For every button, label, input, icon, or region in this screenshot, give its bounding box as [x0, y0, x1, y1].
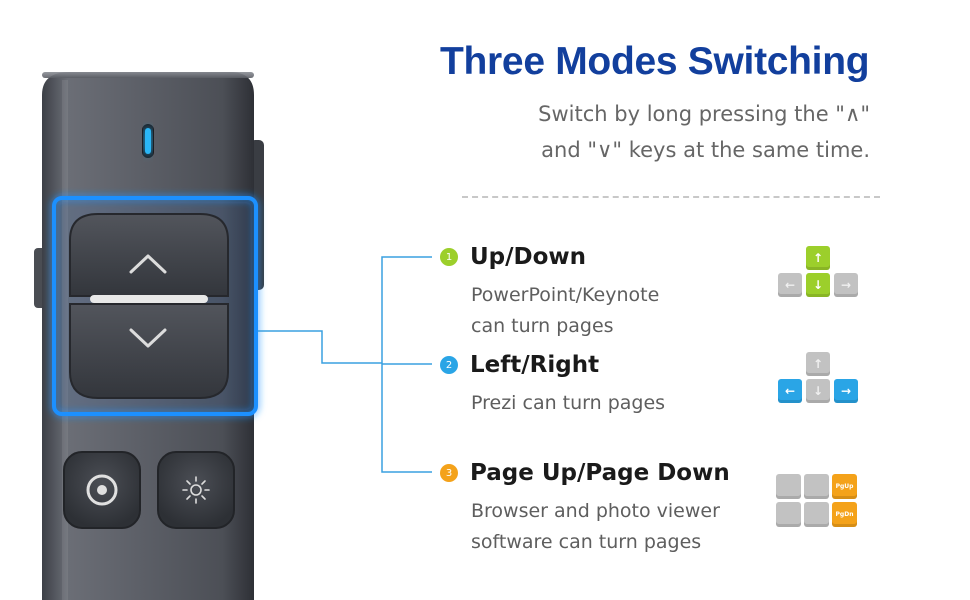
arrow-keys-left-right-icon: ↑ ← ↓ → — [778, 352, 860, 408]
page-keys-icon: PgUp PgDn — [776, 474, 858, 530]
spotlight-button[interactable] — [157, 451, 235, 529]
dashed-divider — [462, 196, 880, 198]
right-key: → — [834, 379, 858, 403]
subtitle-line-1: Switch by long pressing the "∧" — [538, 102, 870, 126]
left-key: ← — [778, 379, 802, 403]
arrow-keys-up-down-icon: ↑ ← ↓ → — [778, 246, 860, 302]
right-key: → — [834, 273, 858, 297]
down-arrow-icon — [129, 328, 167, 348]
laser-pointer-icon — [86, 474, 118, 506]
up-key: ↑ — [806, 246, 830, 270]
mode-left-right: 2 Left/Right Prezi can turn pages — [440, 348, 780, 419]
mode-title: Page Up/Page Down — [470, 460, 730, 486]
mode-page-up-down: 3 Page Up/Page Down Browser and photo vi… — [440, 456, 780, 558]
presenter-remote — [34, 72, 264, 600]
blank-key — [776, 502, 801, 527]
page-subtitle: Switch by long pressing the "∧" and "∨" … — [440, 96, 870, 168]
page-down-button[interactable] — [69, 303, 229, 399]
mode-up-down: 1 Up/Down PowerPoint/Keynote can turn pa… — [440, 240, 780, 342]
page-title: Three Modes Switching — [440, 40, 870, 83]
mode-number-badge: 1 — [440, 248, 458, 266]
mode-description: Browser and photo viewer software can tu… — [471, 500, 720, 553]
highlight-spotlight-icon — [182, 476, 210, 504]
blank-key — [804, 502, 829, 527]
blank-key — [776, 474, 801, 499]
subtitle-line-2: and "∨" keys at the same time. — [541, 138, 870, 162]
mode-title: Up/Down — [470, 244, 587, 270]
mode-description: Prezi can turn pages — [471, 392, 666, 414]
left-key: ← — [778, 273, 802, 297]
rocker-divider — [90, 295, 208, 303]
page-down-key: PgDn — [832, 502, 857, 527]
up-arrow-icon — [129, 254, 167, 274]
mode-number-badge: 3 — [440, 464, 458, 482]
mode-description: PowerPoint/Keynote can turn pages — [471, 284, 660, 337]
down-key: ↓ — [806, 379, 830, 403]
up-key: ↑ — [806, 352, 830, 376]
mode-title: Left/Right — [470, 352, 600, 378]
page-up-key: PgUp — [832, 474, 857, 499]
blank-key — [804, 474, 829, 499]
mode-number-badge: 2 — [440, 356, 458, 374]
highlight-frame — [52, 196, 258, 416]
down-key: ↓ — [806, 273, 830, 297]
